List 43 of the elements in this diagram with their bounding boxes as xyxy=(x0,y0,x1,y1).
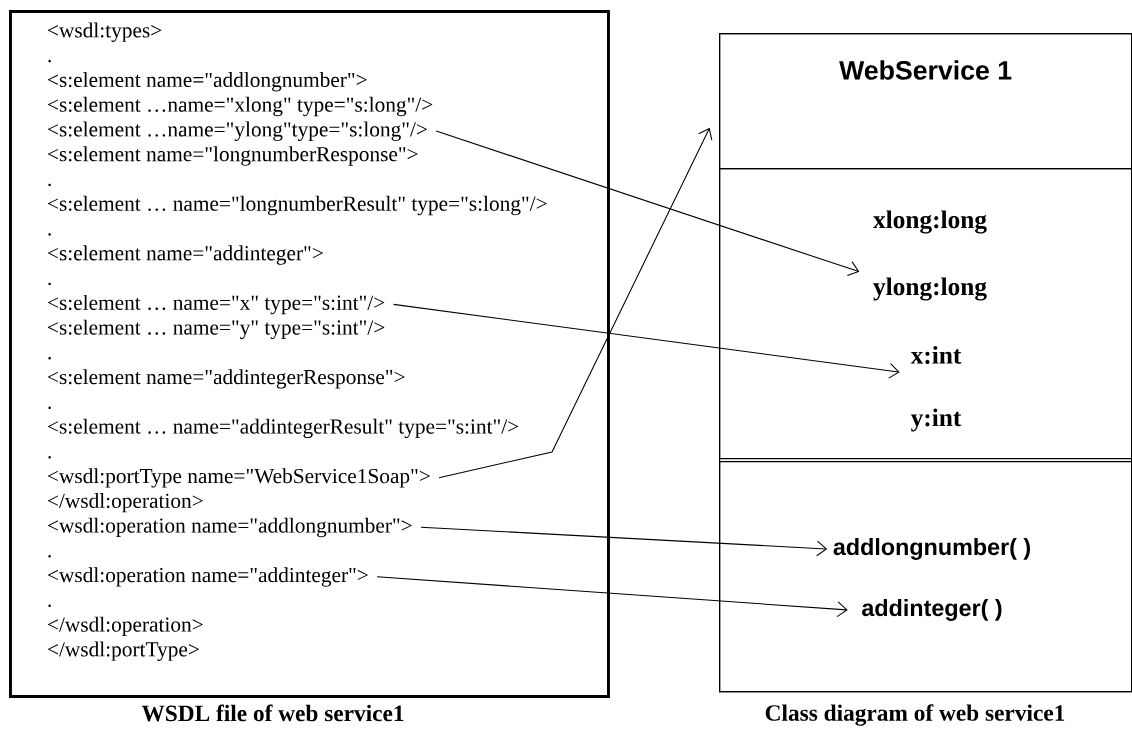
code-line: </wsdl:operation> xyxy=(48,616,203,637)
attribute-text: x:int xyxy=(910,346,962,364)
method-compartment xyxy=(719,461,1132,693)
code-line: . xyxy=(48,282,51,286)
attribute-text: ylong:long xyxy=(873,277,987,301)
code-line: . xyxy=(48,456,51,459)
arrow xyxy=(435,130,860,277)
code-line: . xyxy=(48,59,51,63)
code-line: <s:element name="longnumberResponse"> xyxy=(48,146,418,166)
method-text: addlongnumber( ) xyxy=(833,538,1030,560)
code-line: <s:element name="addlongnumber"> xyxy=(48,72,367,92)
attribute-compartment xyxy=(719,168,1132,460)
caption: WSDL file of web service1 xyxy=(141,704,404,722)
code-line: <s:element … name="addintegerResult" type="s:int"/> xyxy=(48,418,519,439)
method-text: addinteger( ) xyxy=(862,599,1002,621)
code-line: <s:element … name="y" type="s:int"/> xyxy=(48,319,385,340)
code-line: . xyxy=(48,183,51,187)
code-line: <wsdl:operation name="addinteger"> xyxy=(48,567,368,587)
code-line: <wsdl:types> xyxy=(48,22,162,42)
attribute-text: y:int xyxy=(910,408,962,432)
code-line: . xyxy=(48,555,51,558)
code-line: <s:element …name="xlong" type="s:long"/> xyxy=(48,96,433,117)
class-name-compartment: WebService 1 xyxy=(719,33,1132,170)
attribute-text: xlong:long xyxy=(873,210,987,234)
code-line: . xyxy=(48,233,51,236)
code-line: . xyxy=(48,357,51,360)
code-line: . xyxy=(48,604,51,608)
arrow xyxy=(438,127,713,479)
arrow xyxy=(393,303,900,379)
code-line: </wsdl:portType> xyxy=(48,641,199,661)
code-line: <s:element name="addinteger"> xyxy=(48,245,323,265)
code-line: <wsdl:operation name="addlongnumber"> xyxy=(48,517,412,538)
code-line: . xyxy=(48,406,51,409)
code-line: <s:element … name="longnumberResult" type="s:long"/> xyxy=(48,195,547,216)
wsdl-file-box xyxy=(9,10,610,698)
arrow xyxy=(376,576,848,618)
code-line: <s:element …name="ylong"type="s:long"/> xyxy=(48,121,427,141)
code-line: <s:element … name="x" type="s:int"/> xyxy=(48,294,385,315)
code-line: <s:element name="addintegerResponse"> xyxy=(48,369,405,389)
code-line: </wsdl:operation> xyxy=(48,492,203,513)
code-line: <wsdl:portType name="WebService1Soap"> xyxy=(48,468,430,488)
arrow xyxy=(420,526,828,557)
caption: Class diagram of web service1 xyxy=(765,704,1065,726)
